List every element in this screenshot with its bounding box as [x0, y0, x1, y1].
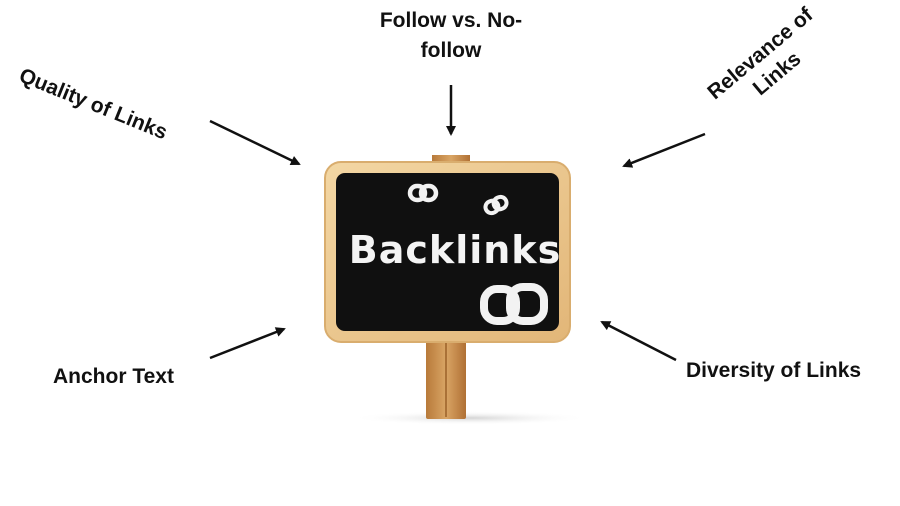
board-title: Backlinks [349, 228, 561, 272]
chain-link-icon [480, 283, 548, 325]
chain-link-icon [483, 194, 509, 216]
arrow-icon [209, 119, 301, 166]
chain-link-icon [407, 183, 439, 203]
arrow-icon [622, 132, 706, 168]
arrow-icon [600, 320, 677, 362]
factor-follow-nofollow-line2: follow [420, 39, 482, 62]
factor-follow-nofollow: Follow vs. No- follow [360, 6, 542, 66]
factor-follow-nofollow-line1: Follow vs. No- [379, 9, 523, 32]
arrow-icon [209, 327, 286, 360]
factor-anchor-text: Anchor Text [53, 365, 174, 388]
ground-shadow [350, 411, 590, 425]
factor-diversity-of-links: Diversity of Links [686, 359, 862, 382]
